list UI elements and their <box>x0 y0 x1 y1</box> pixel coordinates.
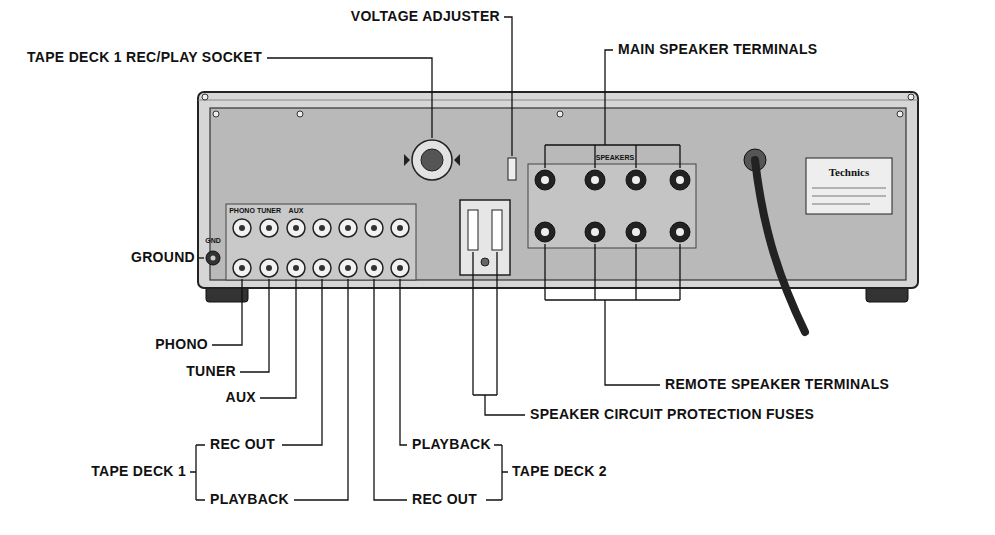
callout-label: TUNER <box>186 364 236 379</box>
terminal-board <box>528 164 696 248</box>
group-label: TAPE DECK 2 <box>512 464 607 479</box>
name-plate <box>806 158 892 214</box>
ground-terminal <box>206 251 220 265</box>
chassis-frame <box>198 92 918 288</box>
callout-label: VOLTAGE ADJUSTER <box>351 9 500 24</box>
panel-marking: PHONO <box>229 207 255 215</box>
panel-marking: AUX <box>289 207 304 215</box>
callout-label: GROUND <box>131 250 195 265</box>
panel-marking: SPEAKERS <box>596 154 635 162</box>
callout-label: REMOTE SPEAKER TERMINALS <box>665 377 889 392</box>
plate-lines <box>812 188 886 204</box>
panel-marking: GND <box>205 237 221 245</box>
fuse-screw <box>481 258 489 266</box>
fuse <box>468 210 478 250</box>
callout-label: REC OUT <box>412 492 477 507</box>
panel-marking: TUNER <box>257 207 281 215</box>
speaker-terminals <box>535 170 690 242</box>
callout-label: PLAYBACK <box>210 492 289 507</box>
fuse <box>492 210 502 250</box>
callout-label: SPEAKER CIRCUIT PROTECTION FUSES <box>530 407 814 422</box>
group-label: TAPE DECK 1 <box>91 464 186 479</box>
fuse-block <box>460 200 510 275</box>
callout-label: REC OUT <box>210 437 275 452</box>
rear-panel <box>210 108 906 280</box>
din-socket <box>412 140 452 180</box>
callout-label: AUX <box>226 390 256 405</box>
din-socket <box>421 149 443 171</box>
rca-jacks <box>233 219 409 277</box>
input-board <box>226 204 416 280</box>
callout-label: TAPE DECK 1 REC/PLAY SOCKET <box>27 50 262 65</box>
callout-label: MAIN SPEAKER TERMINALS <box>618 42 818 57</box>
callout-label: PHONO <box>155 337 208 352</box>
leader-lines <box>190 17 680 500</box>
bevel-line <box>198 100 918 101</box>
screws <box>202 94 914 117</box>
voltage-adjuster <box>508 158 516 180</box>
power-cord <box>755 160 805 332</box>
ground-terminal <box>211 256 216 261</box>
socket-marker <box>404 154 460 166</box>
brand-name: Technics <box>829 166 870 178</box>
callout-label: PLAYBACK <box>412 437 491 452</box>
